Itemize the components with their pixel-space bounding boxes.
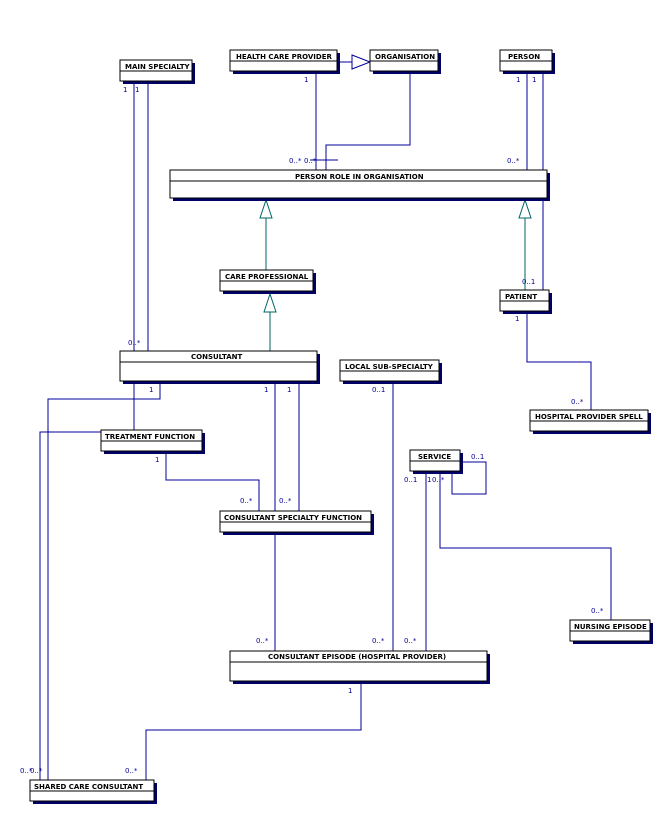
link-service-nursing (439, 472, 612, 620)
mult-episode-c: 0..* (404, 637, 417, 645)
entity-label: HEALTH CARE PROVIDER (236, 53, 332, 61)
mult-episode-1: 1 (348, 687, 352, 695)
entity-label: NURSING EPISODE (574, 623, 647, 631)
entity-treatment-function[interactable]: TREATMENT FUNCTION (100, 429, 205, 454)
mult-main-specialty-1a: 1 (123, 86, 127, 94)
mult-consultant-b: 1 (287, 386, 291, 394)
entity-consultant-episode[interactable]: CONSULTANT EPISODE (HOSPITAL PROVIDER) (229, 650, 490, 684)
mult-shared-left: 0..* (20, 767, 33, 775)
entity-label: MAIN SPECIALTY (125, 63, 190, 71)
mult-prio-org: 0..* (304, 157, 317, 165)
gen-consultant-arrow (263, 292, 277, 313)
entity-health-care-provider[interactable]: HEALTH CARE PROVIDER (229, 49, 340, 74)
mult-episode-a: 0..* (256, 637, 269, 645)
gen-care-prof-arrow (259, 198, 273, 219)
entity-main-specialty[interactable]: MAIN SPECIALTY (119, 59, 195, 84)
entity-label: CONSULTANT (191, 353, 242, 361)
mult-episode-b: 0..* (372, 637, 385, 645)
mult-service-0n: 0..* (432, 476, 445, 484)
mult-consultant-left: 1 (149, 386, 153, 394)
entity-label: LOCAL SUB-SPECIALTY (345, 363, 434, 371)
mult-shared-right: 0..* (125, 767, 138, 775)
mult-csf-a: 0..* (240, 497, 253, 505)
mult-service-self: 0..1 (471, 453, 484, 461)
entity-label: SHARED CARE CONSULTANT (34, 783, 143, 791)
mult-person-a: 1 (516, 76, 520, 84)
link-organisation-prio (325, 72, 411, 170)
mult-service-01: 0..1 (404, 476, 417, 484)
entity-care-professional[interactable]: CARE PROFESSIONAL (219, 269, 316, 294)
mult-spell: 0..* (571, 398, 584, 406)
link-service-self (451, 461, 487, 495)
entity-nursing-episode[interactable]: NURSING EPISODE (569, 619, 653, 644)
link-consultant-shared-a (47, 383, 161, 780)
gen-hcp-organisation-arrow (351, 54, 372, 70)
entity-label: CARE PROFESSIONAL (225, 273, 309, 281)
entity-label: TREATMENT FUNCTION (105, 433, 195, 441)
mult-service-1: 1 (427, 476, 431, 484)
entity-label: PERSON ROLE IN ORGANISATION (295, 173, 424, 181)
entity-hospital-provider-spell[interactable]: HOSPITAL PROVIDER SPELL (529, 409, 651, 434)
mult-consultant-main: 0..* (128, 339, 141, 347)
generalizations (259, 54, 532, 351)
mult-shared-left2: 0..* (30, 767, 43, 775)
entity-local-sub-specialty[interactable]: LOCAL SUB-SPECIALTY (339, 359, 442, 384)
entity-label: CONSULTANT SPECIALTY FUNCTION (224, 514, 362, 522)
mult-treatment-function: 1 (155, 456, 159, 464)
entity-consultant[interactable]: CONSULTANT (119, 350, 320, 384)
entity-service[interactable]: SERVICE (409, 449, 463, 474)
mult-csf-b: 0..* (279, 497, 292, 505)
link-treatment-shared (39, 431, 101, 780)
entity-label: PERSON (508, 53, 540, 61)
entity-person-role-in-organisation[interactable]: PERSON ROLE IN ORGANISATION (169, 169, 550, 201)
mult-patient-1: 1 (515, 315, 519, 323)
entity-label: CONSULTANT EPISODE (HOSPITAL PROVIDER) (268, 653, 446, 661)
mult-nursing: 0..* (591, 607, 604, 615)
link-patient-spell (526, 312, 592, 410)
entity-consultant-specialty-function[interactable]: CONSULTANT SPECIALTY FUNCTION (219, 510, 374, 535)
mult-main-specialty-1b: 1 (135, 86, 139, 94)
entity-label: HOSPITAL PROVIDER SPELL (535, 413, 643, 421)
mult-consultant-a: 1 (264, 386, 268, 394)
mult-local-sub: 0..1 (372, 386, 385, 394)
entity-label: PATIENT (505, 293, 537, 301)
relationship-lines (39, 72, 612, 780)
mult-prio-person: 0..* (507, 157, 520, 165)
mult-prio-hcp: 0..* (289, 157, 302, 165)
link-episode-shared (145, 684, 362, 780)
mult-patient-person: 0..1 (522, 278, 535, 286)
mult-person-b: 1 (532, 76, 536, 84)
entity-organisation[interactable]: ORGANISATION (369, 49, 441, 74)
entity-patient[interactable]: PATIENT (499, 289, 552, 314)
multiplicity-labels: 1 1 1 1 1 0..* 0..* 0..* 0..1 1 0..* 1 1… (20, 76, 604, 775)
mult-hcp: 1 (304, 76, 308, 84)
entity-person[interactable]: PERSON (499, 49, 555, 74)
entity-shared-care-consultant[interactable]: SHARED CARE CONSULTANT (29, 779, 157, 804)
gen-patient-arrow (518, 198, 532, 219)
entity-label: SERVICE (418, 453, 451, 461)
entity-label: ORGANISATION (375, 53, 435, 61)
link-treatment-csf (165, 453, 260, 511)
